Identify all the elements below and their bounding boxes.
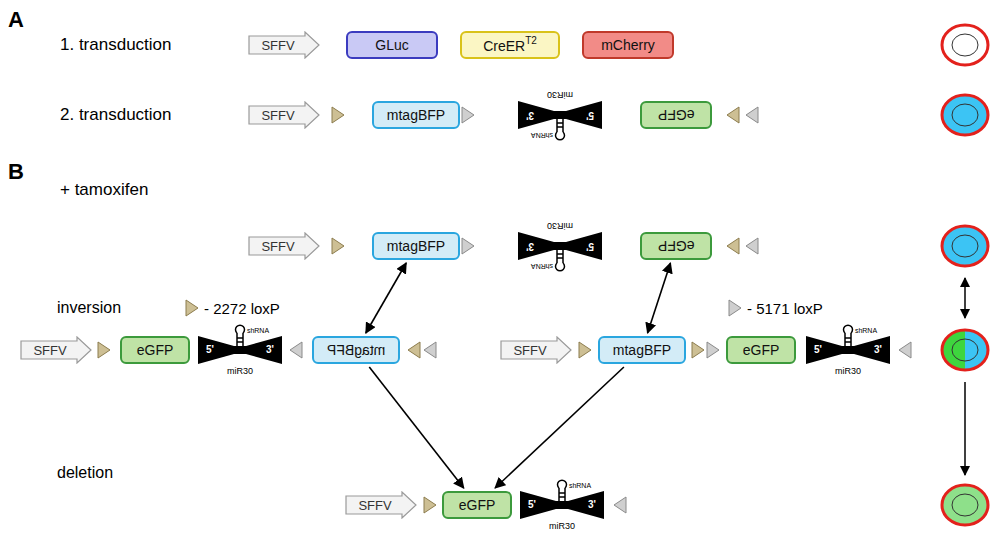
gene-box: eGFP xyxy=(640,232,712,260)
panel-label: A xyxy=(8,7,24,32)
element-name: SFFV xyxy=(261,108,294,123)
end-label: 3' xyxy=(526,241,534,252)
mir-label: miR30 xyxy=(547,90,573,100)
element-name: mtagBFP xyxy=(387,107,445,123)
panel-label: 1. transduction xyxy=(60,35,172,54)
promoter-arrow: SFFV xyxy=(248,232,320,260)
element-name: SFFV xyxy=(261,38,294,53)
gene-box: eGFP xyxy=(640,101,712,129)
shrna-hairpin xyxy=(198,325,282,364)
shrna-label: shRNA xyxy=(531,132,553,139)
panel-label: - 2272 loxP xyxy=(204,300,280,317)
gene-box: mtagBFP xyxy=(372,232,460,260)
end-label: 5' xyxy=(206,344,214,355)
superscript: T2 xyxy=(525,35,537,46)
end-label: 3' xyxy=(266,344,274,355)
gene-box: eGFP xyxy=(442,491,512,519)
transition-arrow xyxy=(495,367,624,488)
promoter-arrow: SFFV xyxy=(20,336,92,364)
element-name: mtagBFP xyxy=(387,238,445,254)
panel-label: 2. transduction xyxy=(60,105,172,124)
gene-box: mtagBFP xyxy=(598,336,686,364)
promoter-arrow: SFFV xyxy=(500,336,572,364)
shrna-label: shRNA xyxy=(569,482,591,489)
cell-icons xyxy=(942,25,988,525)
element-name: GLuc xyxy=(375,37,408,53)
element-name: eGFP xyxy=(137,342,174,358)
shrna-hairpin xyxy=(520,480,604,519)
mir-label: miR30 xyxy=(227,366,253,376)
element-name: SFFV xyxy=(33,343,66,358)
panel-label: - 5171 loxP xyxy=(747,300,823,317)
shrna-label: shRNA xyxy=(855,327,877,334)
element-name: eGFP xyxy=(658,238,695,254)
gene-box: eGFP xyxy=(726,336,796,364)
panel-label: + tamoxifen xyxy=(60,180,148,199)
element-name: mtagBFP xyxy=(327,342,385,358)
end-label: 5' xyxy=(528,499,536,510)
gene-box: CreERT2 xyxy=(460,31,560,59)
gene-box: mtagBFP xyxy=(312,336,400,364)
shrna-hairpin xyxy=(518,101,602,140)
promoter-arrow: SFFV xyxy=(345,491,417,519)
end-label: 5' xyxy=(586,241,594,252)
loxp-sites xyxy=(98,107,911,513)
element-name: SFFV xyxy=(261,239,294,254)
panel-label: deletion xyxy=(57,464,113,481)
shrna-hairpin xyxy=(806,325,890,364)
end-label: 5' xyxy=(814,344,822,355)
transition-arrow xyxy=(648,263,671,333)
mir-label: miR30 xyxy=(549,521,575,531)
element-name: eGFP xyxy=(743,342,780,358)
transition-arrow xyxy=(366,263,406,333)
gene-box: eGFP xyxy=(120,336,190,364)
element-name: mtagBFP xyxy=(613,342,671,358)
mir-label: miR30 xyxy=(835,366,861,376)
gene-box: mCherry xyxy=(582,31,674,59)
element-name: eGFP xyxy=(459,497,496,513)
element-name: SFFV xyxy=(358,498,391,513)
element-name: SFFV xyxy=(513,343,546,358)
promoter-arrow: SFFV xyxy=(248,31,320,59)
transition-arrow xyxy=(369,367,463,488)
end-label: 3' xyxy=(588,499,596,510)
gene-box: GLuc xyxy=(346,31,438,59)
shrna-hairpin xyxy=(518,232,602,271)
shrna-label: shRNA xyxy=(531,263,553,270)
panel-label: B xyxy=(8,159,24,184)
promoter-arrow: SFFV xyxy=(248,101,320,129)
end-label: 3' xyxy=(526,110,534,121)
element-name: CreER xyxy=(483,38,525,54)
gene-box: mtagBFP xyxy=(372,101,460,129)
element-name: mCherry xyxy=(601,37,655,53)
end-label: 5' xyxy=(586,110,594,121)
panel-label: inversion xyxy=(57,299,121,316)
element-name: eGFP xyxy=(658,107,695,123)
end-label: 3' xyxy=(874,344,882,355)
mir-label: miR30 xyxy=(547,221,573,231)
shrna-label: shRNA xyxy=(247,327,269,334)
